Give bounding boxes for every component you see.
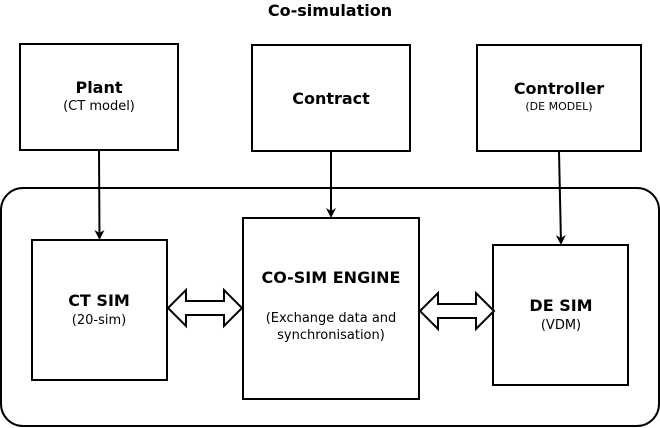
contract-label: Contract <box>292 89 370 108</box>
engine-description-line2: synchronisation) <box>277 328 385 343</box>
controller-to-de-sim-arrow <box>555 151 566 245</box>
de-sim-box: DE SIM (VDM) <box>492 244 629 386</box>
de-sim-label: DE SIM <box>529 296 592 315</box>
ct-sim-box: CT SIM (20-sim) <box>31 239 168 381</box>
ct-sim-sublabel: (20-sim) <box>72 313 126 328</box>
controller-sublabel: (DE MODEL) <box>525 100 592 113</box>
plant-to-ct-sim-arrow <box>94 150 105 240</box>
contract-box: Contract <box>251 44 411 152</box>
cosim-engine-box: CO-SIM ENGINE (Exchange data and synchro… <box>242 217 420 400</box>
plant-sublabel: (CT model) <box>63 99 135 114</box>
plant-label: Plant <box>75 78 122 97</box>
ct-sim-label: CT SIM <box>68 291 130 310</box>
de-sim-sublabel: (VDM) <box>541 318 581 333</box>
controller-box: Controller (DE MODEL) <box>476 44 642 152</box>
engine-description-line1: (Exchange data and <box>266 311 397 326</box>
diagram-title: Co-simulation <box>268 1 392 20</box>
plant-box: Plant (CT model) <box>19 43 179 151</box>
engine-de-sim-double-arrow <box>418 290 496 332</box>
engine-label: CO-SIM ENGINE <box>262 268 401 287</box>
controller-label: Controller <box>514 79 604 98</box>
ct-sim-engine-double-arrow <box>166 287 244 329</box>
